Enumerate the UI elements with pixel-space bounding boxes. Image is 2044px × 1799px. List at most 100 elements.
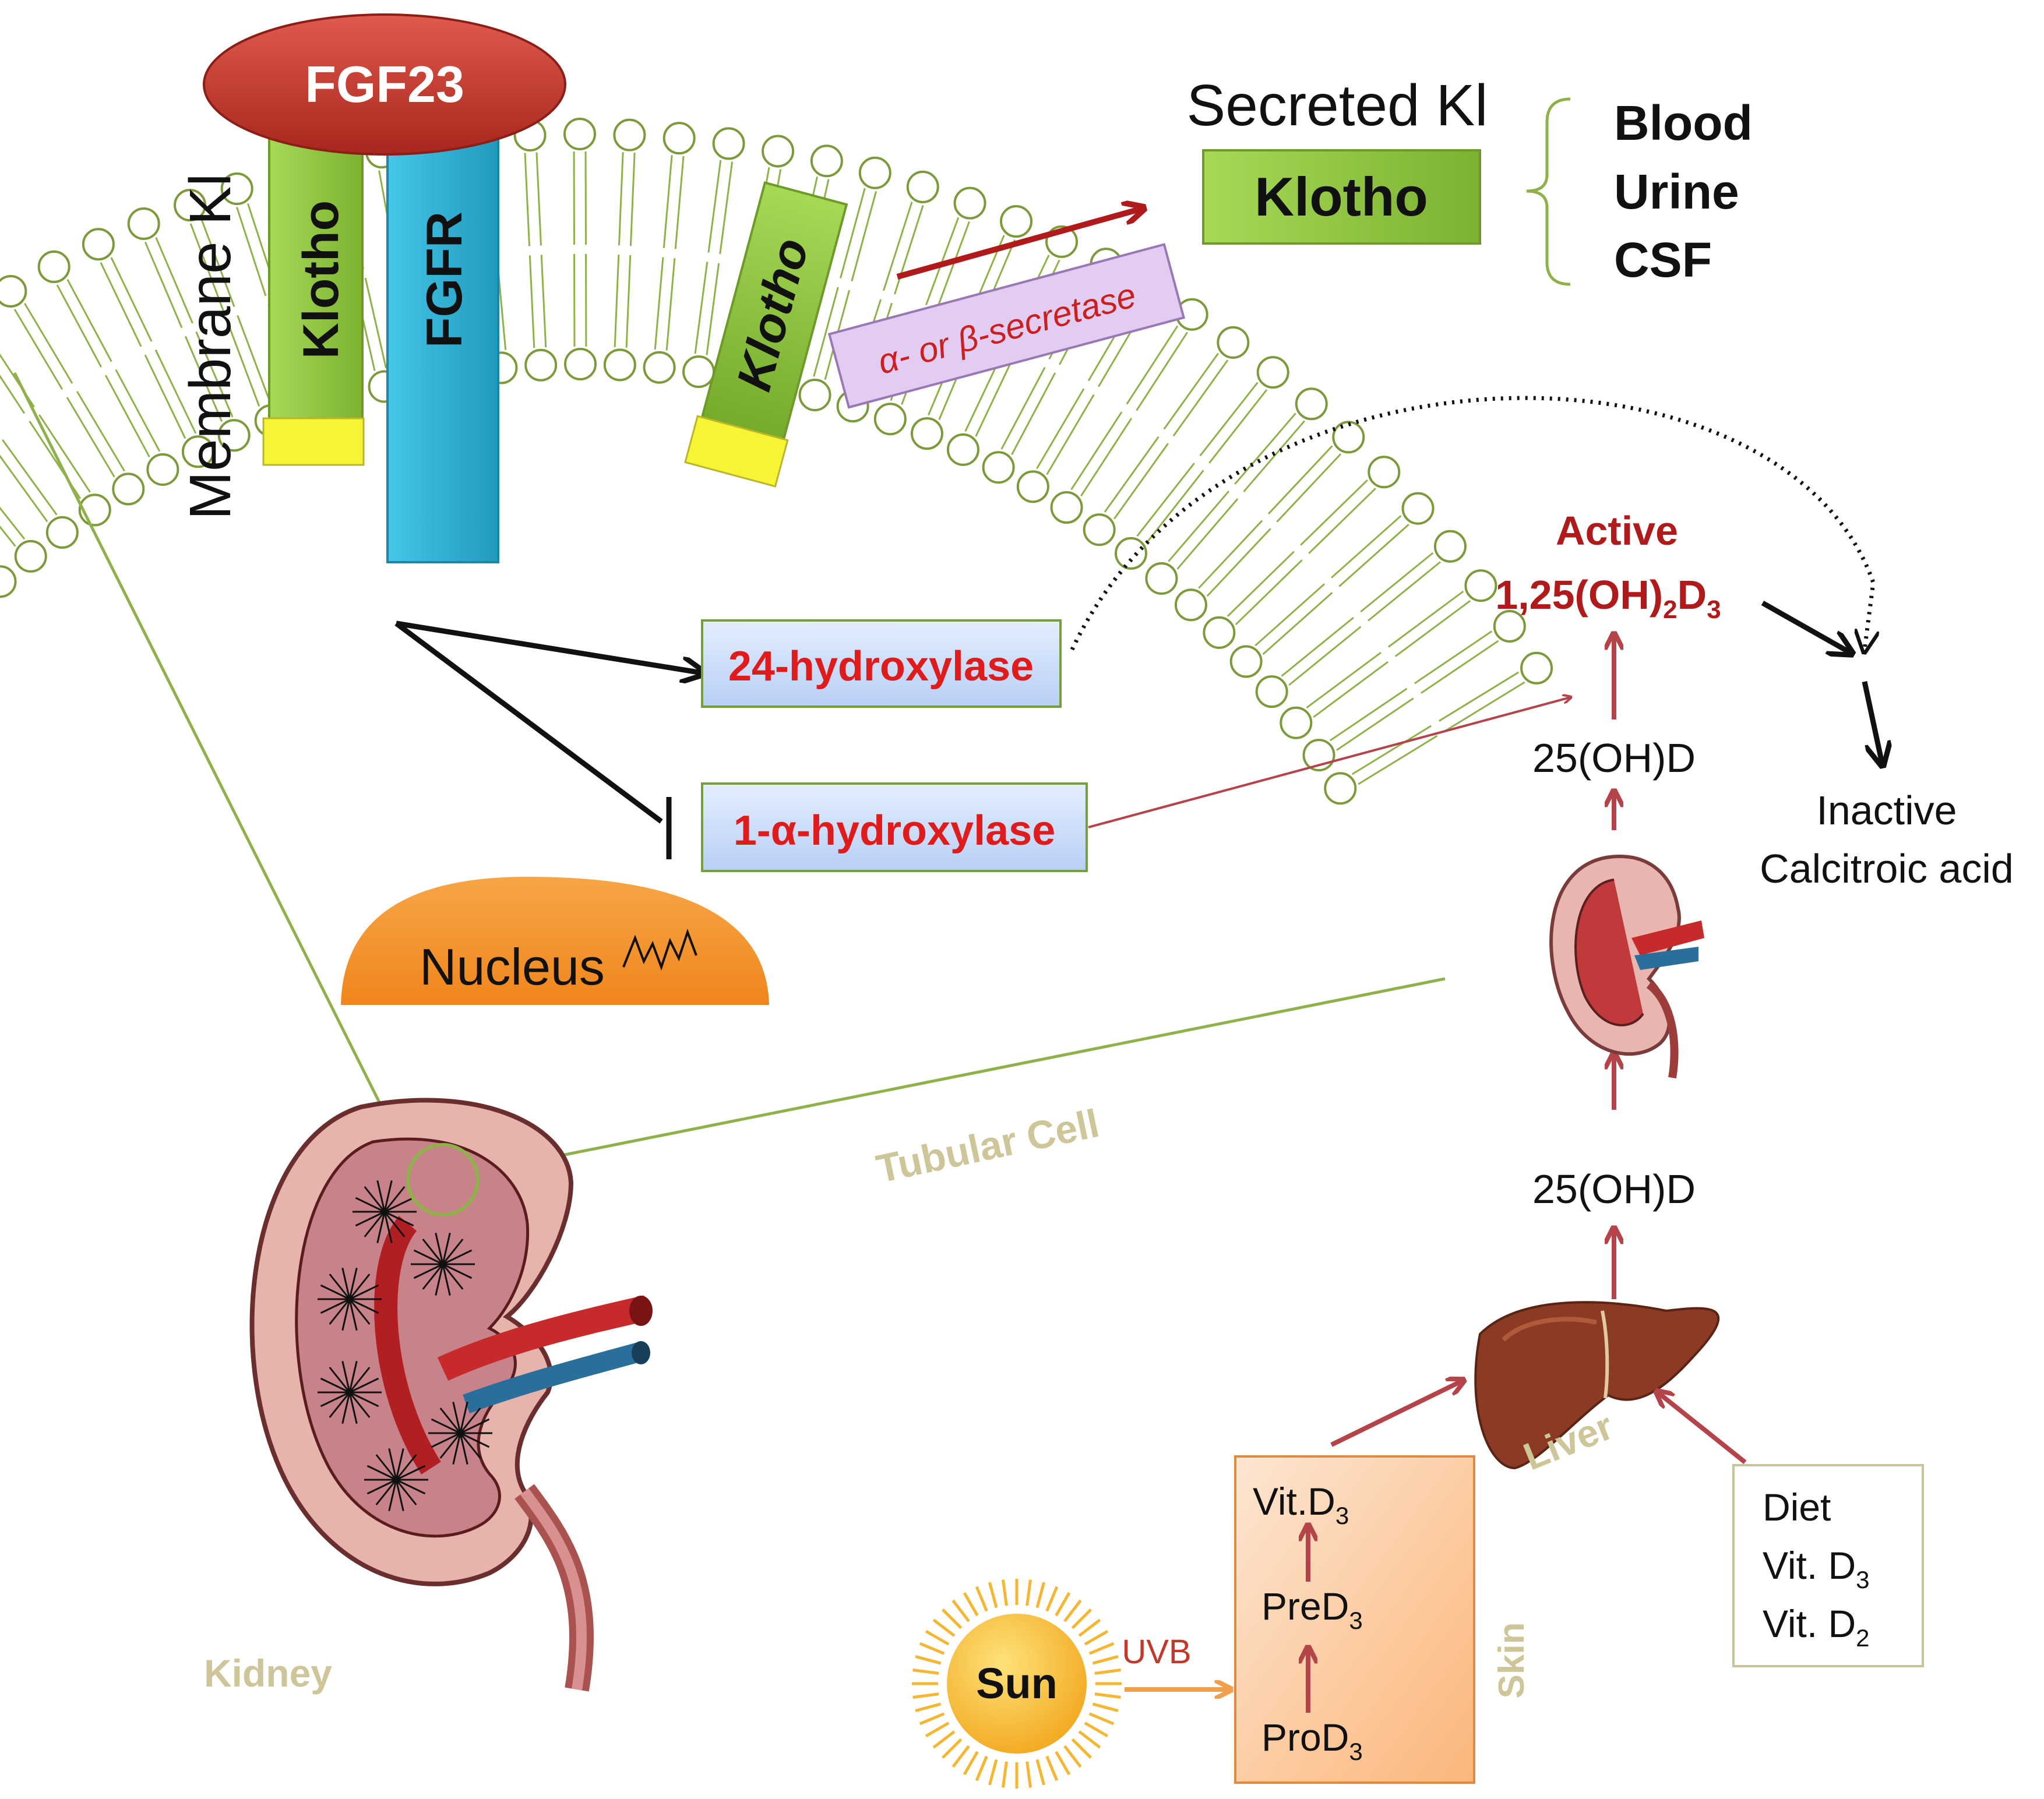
lipid-tail xyxy=(56,284,102,368)
medulla-ray xyxy=(431,1432,461,1448)
medulla-ray xyxy=(442,1263,473,1279)
medulla-ray xyxy=(329,1392,351,1418)
sun-ray xyxy=(1063,1745,1082,1768)
lipid-head xyxy=(1203,616,1236,649)
tubular-cell-label: Tubular Cell xyxy=(873,1101,1103,1191)
diet-box: Diet Vit. D3 Vit. D2 xyxy=(1732,1464,1924,1667)
lipid-head xyxy=(181,435,214,468)
lipid-head xyxy=(613,118,646,151)
skin-step-prod3: ProD3 xyxy=(1261,1716,1363,1765)
lipid-tail xyxy=(1227,551,1295,617)
lipid-tail xyxy=(1070,411,1123,491)
medulla-ray xyxy=(355,1211,385,1227)
lipid-tail xyxy=(535,152,542,246)
kidney-icon xyxy=(249,1098,653,1692)
lipid-head xyxy=(798,379,831,412)
medulla-ray xyxy=(341,1299,351,1331)
lipid-tail xyxy=(110,257,153,342)
lipid-tail xyxy=(1308,488,1376,555)
medulla-ray xyxy=(442,1264,464,1290)
lipid-tail xyxy=(719,161,734,255)
sun-ray xyxy=(1088,1712,1115,1726)
lipid-head xyxy=(1493,609,1526,643)
skin-label: Skin xyxy=(1492,1622,1532,1699)
lipid-tail xyxy=(524,153,531,246)
medulla-ray xyxy=(413,1263,443,1279)
sun-ray xyxy=(932,1618,956,1637)
lipid-tail xyxy=(1351,725,1432,775)
lipid-tail xyxy=(528,255,535,348)
lipid-head xyxy=(563,118,596,151)
skin-to-liver-arrow xyxy=(1330,1381,1462,1447)
lipid-tail xyxy=(225,319,260,407)
lipid-tail xyxy=(1136,331,1189,411)
lipid-tail xyxy=(614,255,620,348)
lipid-head xyxy=(127,207,160,240)
medulla-ray xyxy=(341,1392,351,1424)
lipid-tail xyxy=(1276,453,1342,523)
lipid-tail xyxy=(184,336,223,422)
sun-ray xyxy=(1045,1586,1059,1612)
lipid-tail xyxy=(625,255,632,348)
klotho-anchor xyxy=(262,417,365,466)
lipid-tail xyxy=(144,241,183,329)
medulla-ray xyxy=(395,1454,417,1480)
lipid-tail xyxy=(1367,561,1441,622)
active-label: Active xyxy=(1556,508,1678,553)
cleaved-klotho-anchor xyxy=(684,415,789,488)
lipid-head xyxy=(0,565,17,598)
fluid-urine: Urine xyxy=(1614,164,1739,219)
lipid-tail xyxy=(1243,420,1305,492)
lipid-head xyxy=(1145,562,1178,595)
sun-ray xyxy=(912,1692,939,1699)
sun-ray xyxy=(951,1745,970,1768)
secreted-klotho: Secreted Kl Klotho Blood Urine CSF xyxy=(1187,73,1753,287)
sun-ray xyxy=(1092,1702,1119,1713)
medulla-ray xyxy=(452,1433,461,1465)
lipid-tail xyxy=(76,391,125,472)
lipid-head xyxy=(1016,470,1049,503)
medulla-ray xyxy=(396,1465,426,1481)
lipid-tail xyxy=(1313,661,1388,718)
medulla-ray xyxy=(439,1433,461,1459)
sun-ray xyxy=(963,1751,979,1776)
diet-to-liver-arrow xyxy=(1658,1392,1747,1465)
medulla-ray xyxy=(320,1377,350,1394)
active-compound-label: 1,25(OH)2D3 xyxy=(1495,572,1721,624)
lipid-tail xyxy=(13,309,64,390)
medulla-ray xyxy=(320,1284,350,1300)
medulla-ray xyxy=(384,1211,414,1227)
lipid-tail xyxy=(104,375,150,458)
enzyme-1a-hydroxylase: 1-α-hydroxylase xyxy=(701,782,1088,872)
skin-step-pred3: PreD3 xyxy=(1261,1585,1363,1634)
diet-vitd2: Vit. D2 xyxy=(1763,1602,1870,1652)
lipid-tail xyxy=(1336,697,1414,751)
medulla-ray xyxy=(395,1448,404,1480)
sun-ray xyxy=(1088,1642,1115,1655)
lipid-head xyxy=(112,472,145,506)
lipid-tail xyxy=(66,278,112,362)
lipid-head xyxy=(1114,537,1147,570)
sun-ray xyxy=(925,1629,950,1646)
lipid-tail xyxy=(665,258,676,351)
lipid-tail xyxy=(0,375,26,414)
lipid-tail xyxy=(936,221,970,309)
lipid-tail xyxy=(1421,640,1499,694)
lipid-head xyxy=(982,451,1015,484)
kidney-label: Kidney xyxy=(204,1652,332,1695)
lipid-tail xyxy=(618,152,624,246)
lipid-tail xyxy=(38,414,91,493)
medulla-ray xyxy=(320,1391,350,1408)
lipid-head xyxy=(873,403,907,436)
lipid-head xyxy=(682,355,716,389)
fgf23-label: FGF23 xyxy=(305,55,464,113)
lipid-tail xyxy=(1208,389,1268,464)
lipid-tail xyxy=(1360,552,1434,613)
lipid-tail xyxy=(154,349,197,434)
lipid-head xyxy=(1217,326,1250,359)
sun-ray xyxy=(988,1759,998,1786)
lipid-tail xyxy=(629,153,636,246)
medulla-ray xyxy=(460,1432,490,1448)
sun-ray xyxy=(1055,1751,1071,1776)
